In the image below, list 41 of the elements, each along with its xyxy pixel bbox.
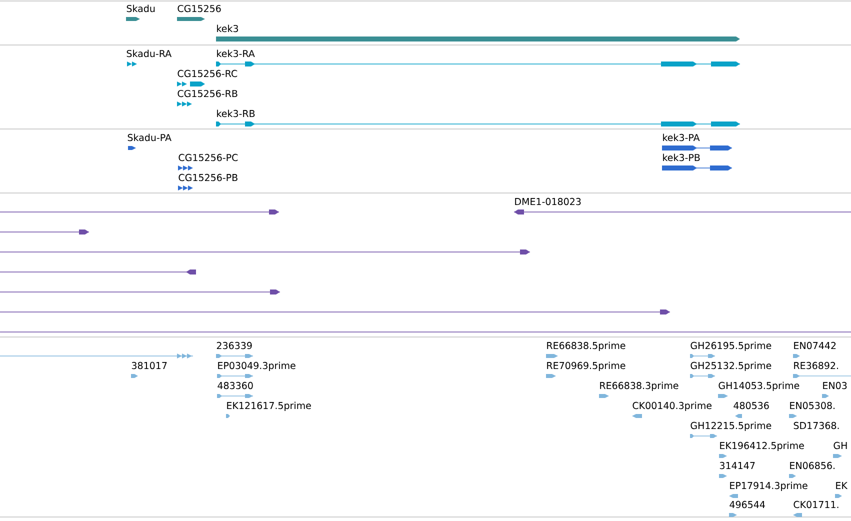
feature-label: GH12215.5prime [690,422,772,431]
feature-label: 480536 [734,402,769,410]
feature-label: kek3-PA [663,134,700,142]
feature-label: EN06856. [790,462,835,470]
feature-label: 381017 [132,362,167,370]
feature-label: GH [834,442,847,450]
feature-label: Skadu-RA [126,50,172,58]
feature-label: SD17368. [794,422,839,430]
feature-label: CG15256-PB [178,174,238,182]
feature-label: DME1-018023 [515,198,581,206]
feature-label: GH26195.5prime [690,342,772,351]
feature-label: GH14053.5prime [718,382,800,391]
feature-label: RE70969.5prime [547,362,626,371]
feature-label: EK [836,482,848,489]
feature-label: EP03049.3prime [218,362,296,371]
feature-label: CG15256 [178,4,221,12]
feature-label: CK01711. [794,500,838,508]
feature-label: CK00140.3prime [632,402,712,411]
feature-label: CG15256-PC [178,154,238,162]
feature-label: kek3-PB [663,154,700,162]
feature-label: kek3-RB [217,110,255,118]
feature-label: kek3-RA [217,50,255,58]
feature-label: CG15256-RB [178,90,238,98]
feature-label: EN05308. [790,402,835,410]
feature-label: Skadu-PA [128,134,172,142]
feature-label: 236339 [216,342,252,350]
feature-label: CG15256-RC [178,70,238,78]
feature-label: RE66838.5prime [547,342,626,351]
feature-label: RE36892. [794,362,838,370]
feature-label: kek3 [217,24,238,32]
feature-label: 314147 [720,462,755,470]
feature-label: EP17914.3prime [730,482,808,491]
feature-label: EN07442 [794,342,836,350]
feature-label: EN03 [823,382,847,390]
feature-label: 496544 [730,500,765,508]
feature-label: RE66838.3prime [600,382,678,391]
feature-label: 483360 [218,382,253,390]
feature-label: EK121617.5prime [227,402,311,411]
feature-label: GH25132.5prime [690,362,772,371]
feature-label: EK196412.5prime [720,442,804,451]
feature-label: Skadu [126,4,155,12]
